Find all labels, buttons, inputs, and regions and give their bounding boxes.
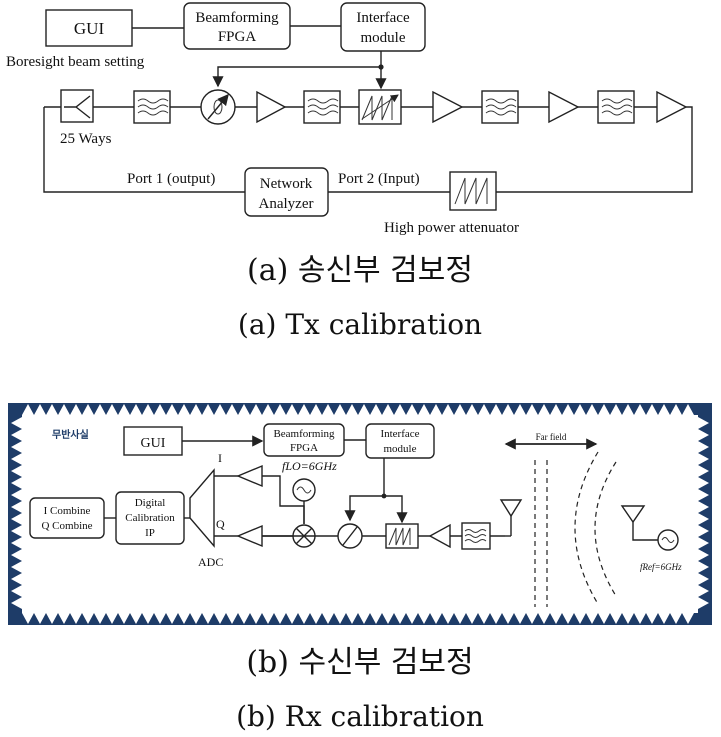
tx-amp-2 (432, 90, 464, 124)
rx-adc-label: ADC (198, 555, 223, 569)
tx-filter-1-icon (137, 98, 169, 116)
tx-fpga-label-2: FPGA (218, 29, 257, 45)
rx-attenuator-icon (388, 527, 411, 546)
rx-far-field-label: Far field (536, 432, 567, 442)
tx-port1-label: Port 1 (output) (127, 171, 215, 187)
rx-i-label: I (218, 451, 222, 465)
rx-lna (428, 523, 451, 549)
rx-absorber-bottom (22, 613, 694, 624)
tx-gui-box (45, 9, 133, 47)
tx-filter-3 (481, 90, 519, 124)
tx-amp-1 (256, 90, 287, 124)
tx-caption-korean: (a) 송신부 검보정 (247, 253, 473, 288)
tx-amp-3 (548, 90, 580, 124)
tx-filter-3-icon (485, 98, 517, 116)
tx-na-label-1: Network (260, 176, 313, 192)
rx-combine-label-2: Q Combine (41, 520, 92, 532)
rx-gui-label: GUI (141, 436, 166, 451)
tx-filter-2 (303, 90, 341, 124)
tx-attenuator-arrow-icon (361, 94, 399, 120)
tx-filter-4 (597, 90, 635, 124)
rx-ref-sine-icon (661, 537, 675, 543)
tx-network-analyzer-box (244, 167, 329, 217)
rx-antenna-icon (499, 499, 523, 518)
tx-filter-1 (133, 90, 171, 124)
rx-absorber-top (22, 404, 694, 415)
rx-fpga-label-2: FPGA (290, 442, 318, 454)
tx-interface-box (340, 2, 426, 52)
rx-q-label: Q (216, 517, 225, 531)
tx-filter-4-icon (601, 98, 633, 116)
rx-attenuator (385, 523, 419, 549)
tx-port2-label: Port 2 (Input) (338, 171, 420, 187)
tx-filter-2-icon (307, 98, 339, 116)
rx-phase-arrow-icon (342, 526, 358, 546)
rx-combine-label-1: I Combine (44, 505, 91, 517)
tx-boresight-label: Boresight beam setting (6, 54, 145, 70)
tx-amp-4 (656, 90, 688, 124)
rx-caption-english: (b) Rx calibration (236, 700, 484, 733)
tx-phase-arrow-icon (207, 93, 229, 120)
rx-ref-label: fRef=6GHz (640, 562, 682, 572)
rx-room-label: 무반사실 (52, 428, 89, 441)
tx-diagram: GUI Beamforming FPGA Interface module Bo… (6, 2, 693, 341)
rx-filter-icon (464, 529, 487, 543)
rx-absorber-right (698, 417, 709, 609)
tx-phase-phi-icon (213, 99, 223, 115)
rx-dcal-label-1: Digital (135, 497, 166, 509)
rx-wavefront-3 (574, 451, 599, 605)
rx-dcal-label-3: IP (145, 527, 155, 539)
rx-caption-korean: (b) 수신부 검보정 (246, 645, 473, 680)
rx-gui-box (123, 426, 183, 456)
rx-combine-box (29, 497, 105, 539)
tx-high-power-attenuator (449, 171, 497, 211)
rx-lo-sine-icon (296, 486, 312, 494)
rx-mixer-to-i (262, 475, 305, 524)
tx-ctrl-to-phase (212, 66, 381, 88)
rx-fpga-label-1: Beamforming (273, 428, 335, 440)
tx-attenuator-label: High power attenuator (384, 220, 519, 236)
rx-dcal-label-2: Calibration (125, 512, 175, 524)
tx-interface-label-1: Interface (356, 10, 410, 26)
tx-na-label-2: Analyzer (259, 196, 314, 212)
rx-absorber-left (11, 417, 22, 609)
tx-splitter-icon (64, 95, 91, 119)
rx-lo-label: fLO=6GHz (282, 459, 337, 473)
rx-interface-label-2: module (384, 443, 417, 455)
tx-caption-english: (a) Tx calibration (238, 308, 482, 341)
tx-gui-label: GUI (74, 19, 105, 38)
rx-diagram: 무반사실 GUI Beamforming FPGA Interface modu… (8, 403, 712, 733)
rx-ref-antenna-icon (620, 505, 646, 524)
tx-fpga-label-1: Beamforming (195, 10, 279, 26)
tx-hpa-icon (454, 177, 488, 205)
rx-interface-box (365, 423, 435, 459)
tx-return-right (496, 106, 693, 193)
rx-ctrl-to-phase (344, 495, 384, 522)
rx-ctrl-to-atten (384, 495, 408, 524)
tx-return-left (43, 107, 245, 193)
tx-ways-label: 25 Ways (60, 131, 112, 147)
tx-interface-label-2: module (361, 30, 406, 46)
rx-interface-label-1: Interface (380, 428, 419, 440)
rx-ref-antenna-feed (632, 522, 658, 541)
